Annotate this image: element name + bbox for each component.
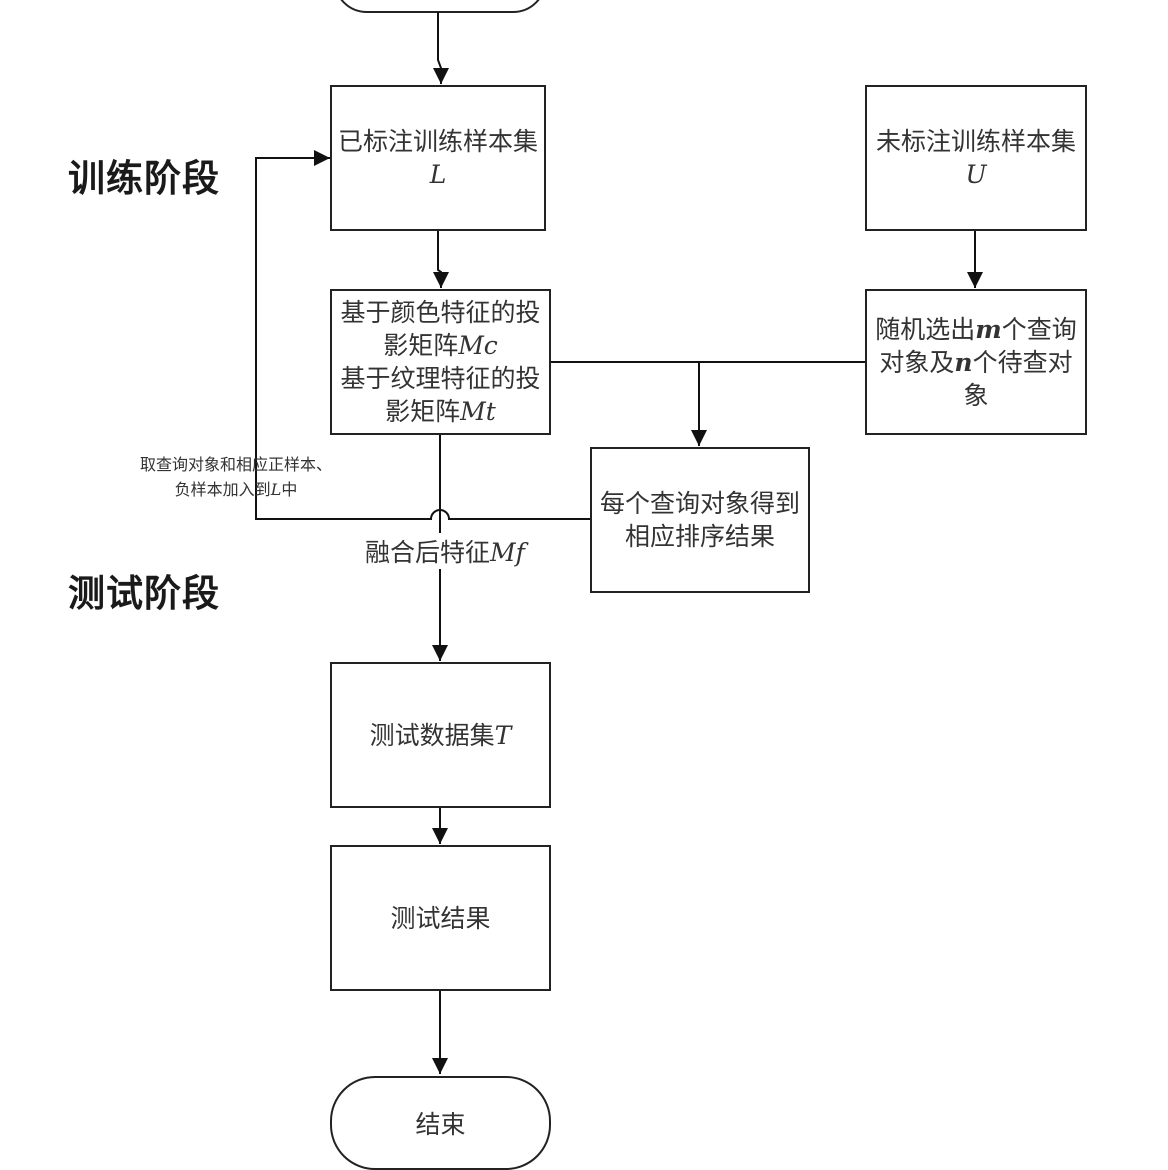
- projection-line3: 基于纹理特征的投: [340, 364, 541, 393]
- projection-line4: 影矩阵Mt: [385, 397, 496, 426]
- random-select-line2: 对象及n个待查对: [879, 347, 1073, 377]
- node-unlabeled-set-text: 未标注训练样本集: [875, 127, 1076, 156]
- node-projection-matrices: 基于颜色特征的投 影矩阵Mc 基于纹理特征的投 影矩阵Mt: [330, 289, 551, 435]
- edge-feedback-loop: [255, 150, 590, 520]
- random-select-line3: 象: [963, 380, 989, 410]
- label-feedback: 取查询对象和相应正样本、 负样本加入到L中: [140, 455, 333, 499]
- node-test-result: 测试结果: [330, 845, 551, 991]
- node-test-set: 测试数据集T: [330, 662, 551, 808]
- node-random-select: 随机选出m个查询 对象及n个待查对 象: [865, 289, 1087, 435]
- end-text: 结束: [415, 1110, 466, 1139]
- edge-labeled-to-projection: [433, 230, 449, 288]
- ranking-line1: 每个查询对象得到: [599, 489, 800, 518]
- test-result-text: 测试结果: [390, 903, 491, 933]
- node-labeled-set-text: 已标注训练样本集: [337, 127, 538, 156]
- ranking-line2: 相应排序结果: [624, 522, 775, 551]
- node-ranking-result: 每个查询对象得到 相应排序结果: [590, 447, 810, 593]
- node-labeled-set: 已标注训练样本集 L: [330, 85, 546, 231]
- stage-label-train: 训练阶段: [68, 157, 220, 200]
- node-unlabeled-set-var: U: [965, 160, 987, 189]
- projection-line1: 基于颜色特征的投: [340, 298, 541, 327]
- stage-label-test: 测试阶段: [68, 572, 220, 615]
- label-fused-feature: 融合后特征Mf: [365, 533, 525, 569]
- test-set-text: 测试数据集T: [369, 720, 512, 750]
- node-end: 结束: [330, 1076, 551, 1170]
- projection-line2: 影矩阵Mc: [383, 331, 498, 360]
- node-labeled-set-var: L: [429, 160, 447, 189]
- start-terminal: [340, 0, 540, 13]
- node-unlabeled-set: 未标注训练样本集 U: [865, 85, 1087, 231]
- random-select-line1: 随机选出m个查询: [875, 314, 1077, 344]
- edge-start-to-labeled: [433, 12, 449, 84]
